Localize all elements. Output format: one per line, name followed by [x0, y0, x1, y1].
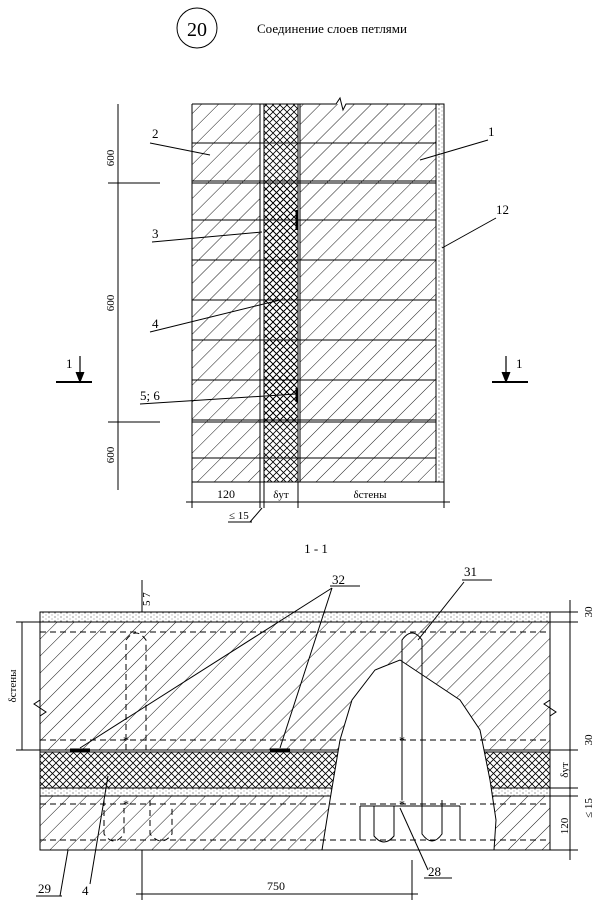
- callout-5-7: 5 7: [141, 592, 153, 606]
- callout-3: 3: [152, 226, 159, 241]
- section-mark-left: 1: [66, 356, 73, 371]
- dim-120: 120: [217, 487, 235, 501]
- section-view: * * * *: [33, 611, 557, 851]
- inner-wall-layer: [300, 104, 436, 482]
- sheet-number: 20: [187, 19, 207, 41]
- dim-750: 750: [267, 879, 285, 893]
- section-markers: 1 1: [56, 356, 528, 384]
- dim-600-mid: 600: [105, 294, 117, 311]
- sheet-title: Соединение слоев петлями: [257, 21, 407, 36]
- callout-4-section: 4: [82, 883, 89, 898]
- svg-text:*: *: [123, 733, 129, 747]
- elevation-callouts: 2 3 4 5; 6 1 12: [139, 124, 509, 405]
- callout-28: 28: [428, 864, 441, 879]
- dim-600-top: 600: [105, 149, 117, 166]
- callout-2: 2: [152, 126, 159, 141]
- dim-gap-section: ≤ 15: [583, 798, 595, 818]
- callout-5-6: 5; 6: [140, 388, 160, 403]
- dim-d-ut-section: δут: [559, 762, 571, 778]
- callout-12: 12: [496, 202, 509, 217]
- section-mark-right: 1: [516, 356, 523, 371]
- svg-text:*: *: [123, 797, 129, 811]
- dim-30-mid: 30: [583, 734, 595, 746]
- dim-gap: ≤ 15: [229, 510, 249, 522]
- dim-d-ut: δут: [273, 489, 289, 501]
- break-line-top: [192, 96, 444, 112]
- dim-120-section: 120: [559, 817, 571, 834]
- svg-text:*: *: [399, 797, 405, 811]
- plaster-layer: [435, 103, 445, 483]
- bottom-dimensions: 120 δут δстены ≤ 15: [186, 482, 450, 523]
- brick-courses: [192, 142, 436, 459]
- section-left-dimension: δстены: [7, 621, 40, 751]
- wall-elevation: [191, 96, 445, 483]
- outer-brick-layer: [192, 104, 260, 482]
- dim-600-bot: 600: [105, 446, 117, 463]
- dim-30-top: 30: [583, 606, 595, 618]
- callout-4: 4: [152, 316, 159, 331]
- section-callouts: 5 7 32 31 28 29 4: [36, 564, 492, 898]
- section-title: 1 - 1: [304, 541, 328, 556]
- callout-29: 29: [38, 881, 51, 896]
- left-dimensions: 600 600 600: [105, 104, 160, 490]
- section-bottom-dimension: 750: [136, 850, 418, 900]
- callout-32: 32: [332, 572, 345, 587]
- svg-text:*: *: [399, 733, 405, 747]
- dim-d-steny: δстены: [353, 489, 387, 501]
- sheet-number-circle: [176, 7, 218, 49]
- dim-d-steny-section: δстены: [7, 669, 19, 703]
- sheet-header: 20 Соединение слоев петлями: [176, 7, 407, 49]
- section-right-dimensions: 30 30 δут ≤ 15 120: [550, 600, 595, 860]
- section-plaster: [39, 611, 551, 623]
- callout-31: 31: [464, 564, 477, 579]
- callout-1: 1: [488, 124, 495, 139]
